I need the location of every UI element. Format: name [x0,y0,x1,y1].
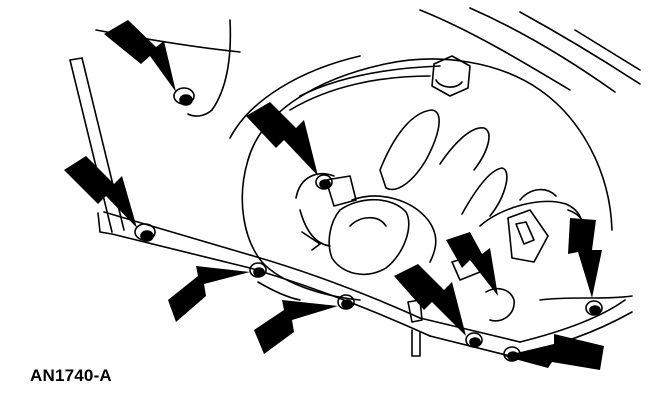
callout-arrow-icon [168,266,250,322]
callout-arrow-icon [64,156,137,228]
callout-arrow-icon [394,264,466,336]
nut-top [431,55,471,97]
callout-arrow-icon [104,20,176,92]
callout-arrow-icon [246,102,318,176]
bolt-3 [249,262,267,278]
bolt-8 [315,174,333,190]
callout-arrow-icon [254,300,338,354]
callout-arrow-icon [504,334,604,370]
housing-ribs [295,109,557,322]
bolt-7 [585,300,603,316]
bolt-4 [337,294,355,310]
callout-arrow-icon [568,218,602,298]
bolt-2 [134,223,156,242]
bolt-5 [465,332,483,348]
frame-rail [97,211,633,357]
bolt-1 [173,87,195,106]
housing-outline [229,55,613,301]
figure-label: AN1740-A [30,366,112,385]
callout-arrow-icon [446,232,498,296]
